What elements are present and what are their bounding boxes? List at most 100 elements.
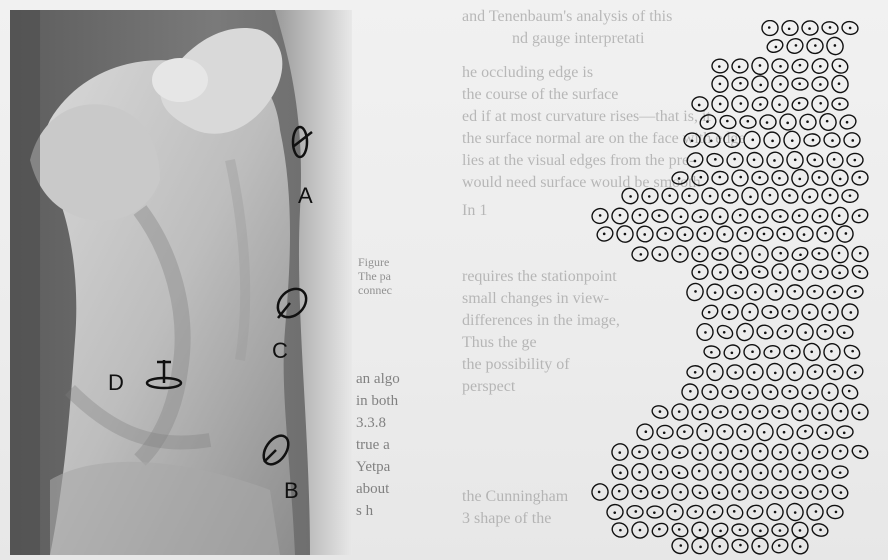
gauge-figure: [731, 523, 749, 537]
gauge-figure: [632, 445, 649, 459]
gauge-figure: [729, 243, 751, 266]
gauge-figure: [762, 187, 779, 204]
gauge-figure: [830, 442, 851, 462]
gauge-figure: [850, 263, 870, 281]
gauge-figure: [756, 422, 774, 441]
gauge-figure: [830, 168, 851, 189]
gauge-figure: [802, 385, 818, 399]
gauge-figure: [735, 224, 755, 244]
gauge-figure: [841, 303, 858, 320]
gauge-figure: [789, 167, 810, 189]
gauge-figure: [620, 186, 641, 207]
gauge-figure: [790, 245, 809, 262]
gauge-figure: [776, 226, 795, 243]
gauge-figure: [671, 445, 689, 459]
gauge-figure: [810, 206, 830, 225]
gauge-figure: [775, 422, 795, 442]
gauge-figure: [841, 20, 859, 35]
gauge-figure: [685, 281, 706, 303]
gauge-figure: [801, 303, 819, 321]
gauge-figure: [782, 20, 799, 36]
gauge-figure: [606, 504, 623, 520]
gauge-figure: [731, 58, 749, 74]
gauge-figure: [805, 502, 824, 521]
gauge-figure: [710, 206, 731, 227]
gauge-figure: [810, 56, 831, 76]
gauge-figure: [750, 462, 770, 482]
gauge-figure: [686, 365, 703, 379]
gauge-figure: [812, 95, 829, 112]
gauge-figure: [611, 208, 628, 225]
gauge-figure: [692, 170, 709, 186]
gauge-figure: [850, 207, 870, 225]
gauge-figure: [804, 133, 821, 146]
bleed-text-line: perspect: [462, 376, 515, 398]
gauge-figure: [737, 424, 753, 440]
gauge-figure: [740, 301, 761, 323]
gauge-figure: [815, 423, 834, 441]
gauge-figure: [692, 444, 708, 461]
gauge-figure: [703, 345, 721, 359]
gauge-figure: [810, 462, 830, 482]
gauge-figure: [730, 262, 750, 281]
gauge-figure: [810, 443, 830, 462]
gauge-figure: [659, 186, 680, 207]
gauge-figure: [811, 264, 829, 280]
gauge-figure: [785, 36, 805, 55]
gauge-figure: [657, 425, 673, 438]
gauge-figure: [627, 506, 643, 519]
gauge-figure: [700, 186, 720, 206]
gauge-figure: [715, 323, 735, 341]
gauge-figure: [800, 186, 820, 206]
gauge-figure: [750, 95, 770, 114]
gauge-figure: [789, 520, 810, 541]
gauge-figure: [711, 75, 728, 92]
gauge-figure: [750, 74, 769, 93]
gauge-figure: [651, 209, 668, 223]
gauge-figure: [790, 96, 809, 113]
gauge-figure: [712, 59, 729, 73]
gauge-figure: [765, 150, 785, 170]
gauge-figure: [684, 133, 701, 148]
gauge-figure: [762, 20, 778, 35]
gauge-figure: [690, 208, 709, 225]
gauge-figure: [725, 151, 745, 170]
gauge-figure: [676, 226, 694, 242]
gauge-figure: [731, 462, 749, 481]
gauge-figure: [722, 343, 742, 362]
gauge-figure: [691, 96, 708, 112]
gauge-figure: [792, 78, 809, 91]
gauge-figure: [811, 247, 829, 261]
gauge-figure: [832, 403, 848, 421]
gauge-figure: [772, 524, 788, 537]
gauge-figure: [727, 285, 744, 299]
left-column-line: an algo: [356, 368, 466, 390]
gauge-figure: [821, 21, 839, 36]
gauge-figure: [780, 114, 797, 131]
gauge-figure: [771, 405, 788, 420]
gauge-figure: [830, 244, 849, 264]
gauge-figure: [680, 382, 700, 402]
gauge-figure: [710, 521, 730, 539]
gauge-figure: [781, 384, 799, 399]
gauge-figure: [769, 442, 790, 463]
gauge-figure: [790, 462, 810, 482]
gauge-figure: [704, 133, 720, 148]
gauge-figure: [850, 403, 869, 422]
gauge-figure: [752, 443, 769, 461]
gauge-figure: [802, 342, 822, 363]
gauge-figure: [595, 225, 615, 244]
gauge-figure: [670, 464, 689, 481]
gauge-label-b: B: [284, 480, 299, 502]
gauge-figure: [744, 131, 761, 149]
gauge-figure: [670, 482, 689, 502]
gauge-figure: [790, 57, 810, 75]
gauge-figure: [783, 345, 800, 360]
gauge-figure: [769, 461, 790, 482]
gauge-figure: [830, 74, 850, 95]
gauge-figure: [729, 481, 750, 502]
gauge-figure: [820, 186, 840, 206]
gauge-figure: [812, 404, 828, 420]
gauge-figure: [806, 38, 823, 54]
gauge-figure: [730, 206, 751, 226]
